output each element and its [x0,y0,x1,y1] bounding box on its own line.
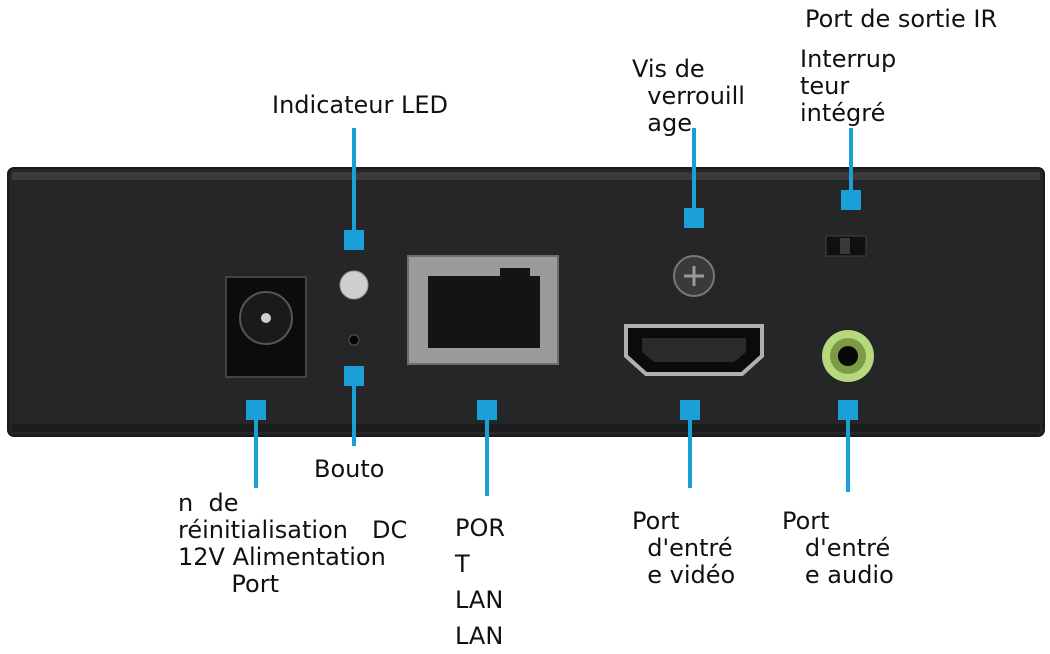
locking-screw [673,255,715,297]
label-locking-screw: Vis de verrouill age [632,55,745,137]
led-marker [344,230,364,250]
label-lan-port: POR T LAN LAN [455,514,506,650]
audio-input-jack [822,330,874,382]
lan-marker [477,400,497,420]
ir-output-switch [825,235,867,257]
label-ir-output-port: Port de sortie IR [805,5,998,33]
dc-power-jack [225,276,307,378]
label-dc-power-a: DC [372,516,408,544]
label-builtin-switch: Interrup teur intégré [800,45,897,127]
reset-marker [344,366,364,386]
led-indicator [339,270,369,300]
hdmi-video-input [624,324,764,376]
reset-button [348,334,360,346]
callout-markers [246,128,861,496]
switch-marker [841,190,861,210]
rj45-lan-port [407,255,559,365]
audio-marker [838,400,858,420]
dc-marker [246,400,266,420]
screw-marker [684,208,704,228]
label-reset-button-b: n de réinitialisation [178,489,348,544]
video-marker [680,400,700,420]
label-video-input: Port d'entré e vidéo [632,507,736,589]
label-reset-button-a: Bouto [314,455,385,483]
label-led-indicator: Indicateur LED [272,91,448,119]
label-audio-input: Port d'entré e audio [782,507,894,589]
label-dc-power-b: 12V Alimentation Port [178,543,386,598]
